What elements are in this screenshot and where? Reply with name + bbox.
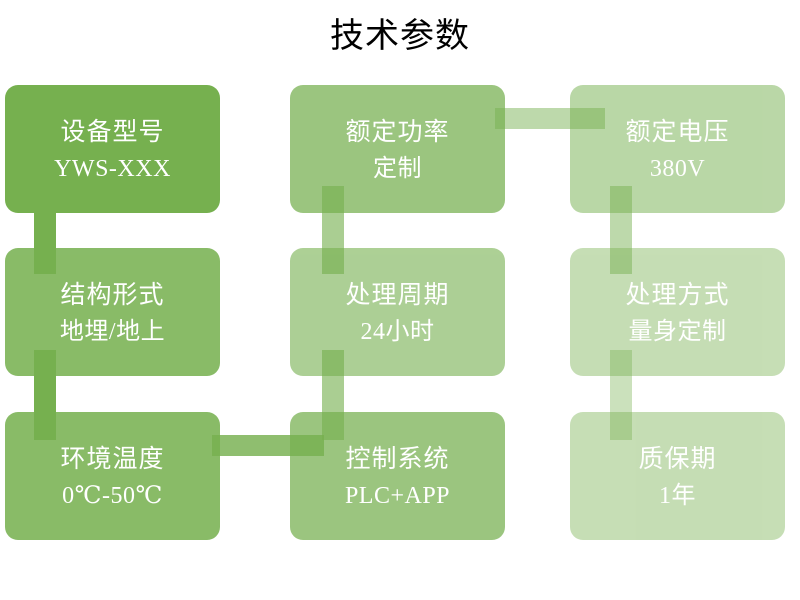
param-card-value: 定制 (373, 156, 422, 182)
param-card-value: 1年 (659, 483, 696, 509)
param-card-label: 结构形式 (60, 282, 165, 309)
param-card-rated-voltage[interactable]: 额定电压 380V (570, 85, 785, 213)
param-card-warranty[interactable]: 质保期 1年 (570, 412, 785, 540)
param-card-rated-power[interactable]: 额定功率 定制 (290, 85, 505, 213)
param-card-value: 量身定制 (628, 319, 727, 345)
connector-h-temperature-control (212, 435, 324, 456)
param-card-value: 24小时 (360, 319, 435, 345)
param-card-label: 额定电压 (625, 119, 730, 146)
param-card-value: 0℃-50℃ (62, 483, 163, 509)
param-card-label: 环境温度 (60, 446, 165, 473)
param-card-label: 控制系统 (345, 446, 450, 473)
param-card-value: 380V (649, 156, 706, 182)
param-card-label: 额定功率 (345, 119, 450, 146)
param-card-value: 地埋/地上 (59, 319, 166, 345)
param-card-treatment-method[interactable]: 处理方式 量身定制 (570, 248, 785, 376)
param-card-control-system[interactable]: 控制系统 PLC+APP (290, 412, 505, 540)
param-card-structure[interactable]: 结构形式 地埋/地上 (5, 248, 220, 376)
param-card-label: 处理方式 (625, 282, 730, 309)
param-card-label: 设备型号 (60, 119, 165, 146)
param-card-label: 质保期 (638, 446, 717, 473)
param-card-label: 处理周期 (345, 282, 450, 309)
param-card-model[interactable]: 设备型号 YWS-XXX (5, 85, 220, 213)
param-card-value: PLC+APP (344, 483, 451, 509)
param-card-treatment-cycle[interactable]: 处理周期 24小时 (290, 248, 505, 376)
param-card-ambient-temperature[interactable]: 环境温度 0℃-50℃ (5, 412, 220, 540)
page-title: 技术参数 (330, 18, 470, 55)
connector-v-method-warranty (610, 350, 632, 440)
param-card-value: YWS-XXX (54, 156, 171, 182)
